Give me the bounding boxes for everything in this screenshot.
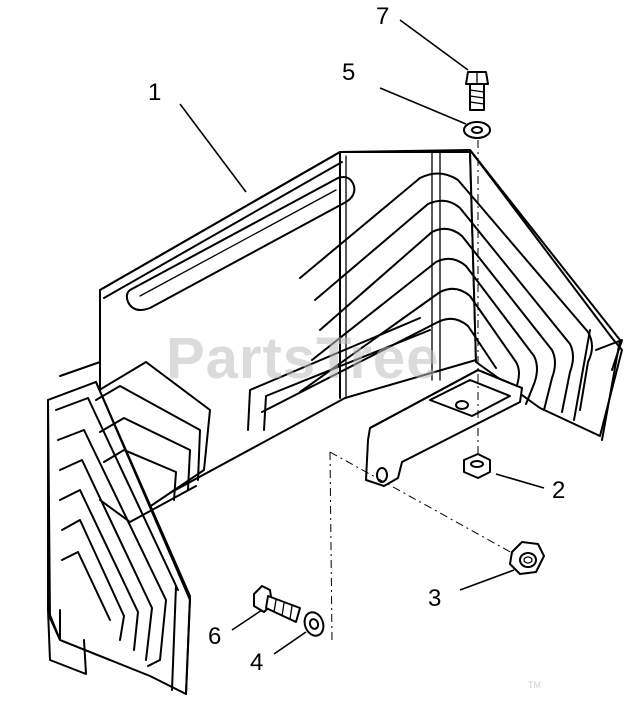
watermark-logo: PartsTree xyxy=(166,326,439,391)
washer-part-5 xyxy=(463,121,491,139)
callout-6: 6 xyxy=(208,623,221,650)
assembly-line-vertical-left xyxy=(329,451,333,641)
bolt-part-7 xyxy=(465,71,489,111)
callout-7: 7 xyxy=(376,3,389,30)
leader-lines xyxy=(179,19,545,655)
bolt-part-6 xyxy=(253,585,301,623)
shield-part-1 xyxy=(47,149,623,695)
callout-2: 2 xyxy=(552,477,565,504)
watermark-trademark: TM xyxy=(528,680,541,690)
assembly-line-diagonal xyxy=(329,451,515,555)
callout-4: 4 xyxy=(250,649,263,676)
callout-3: 3 xyxy=(428,585,441,612)
nut-part-2 xyxy=(463,453,491,479)
callout-5: 5 xyxy=(342,59,355,86)
callout-1: 1 xyxy=(148,79,161,106)
washer-part-4 xyxy=(303,611,325,637)
flange-nut-part-3 xyxy=(509,541,545,575)
